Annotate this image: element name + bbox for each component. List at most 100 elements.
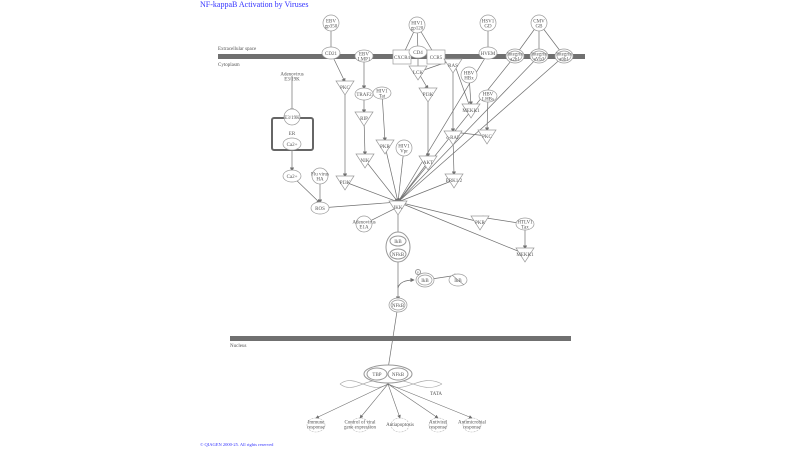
node-label: HVEM: [481, 52, 496, 57]
node-ca2[interactable]: Ca2+: [282, 169, 302, 183]
outcome-label: response: [307, 426, 325, 431]
node-rip[interactable]: RIP: [354, 111, 374, 127]
node-pi3k1[interactable]: PI3K: [418, 87, 438, 103]
node-label: CMV: [533, 19, 545, 24]
node-label: Ca2+: [287, 143, 298, 148]
node-akt[interactable]: AKT: [418, 155, 438, 171]
svg-text:P: P: [417, 271, 419, 275]
node-ras[interactable]: RAS: [443, 58, 463, 74]
node-mekk1a[interactable]: MEKK1: [461, 103, 481, 119]
node-craf[interactable]: c-RAF: [443, 130, 463, 146]
node-label: AKT: [423, 161, 433, 166]
node-label: CD4: [413, 51, 423, 56]
node-pkr2[interactable]: PKR: [470, 215, 490, 231]
edge-inta6b1-ikk: [397, 55, 565, 203]
outcome-label: Control of viral: [344, 420, 376, 425]
node-label: gp350: [325, 25, 338, 30]
node-label: TRAF2: [356, 93, 372, 98]
ikb-nfkb-complex[interactable]: IkB NFkB: [385, 231, 411, 263]
node-e319k[interactable]: E3/19K: [283, 108, 301, 126]
node-cd4[interactable]: CD4: [408, 45, 428, 59]
outcome-label: response: [429, 426, 447, 431]
edge-pi3k2-ikk: [344, 181, 399, 203]
node-label: Integrin: [507, 52, 523, 57]
node-erk[interactable]: ERK1/2: [444, 173, 464, 189]
node-label: Ca2+: [287, 175, 298, 180]
outcome-label: Antiviral: [429, 420, 448, 425]
extracellular-label: Extracellular space: [218, 47, 257, 52]
edge-pkr1-ikk: [384, 145, 400, 203]
node-label: HIV1: [398, 144, 410, 149]
node-label: IkB: [454, 279, 462, 284]
node-label: HA: [316, 178, 324, 183]
outcome-label: Immune: [308, 420, 325, 425]
node-label: E3/19K: [284, 78, 300, 83]
node-label: Adenovirus: [352, 220, 375, 225]
edge-nik-ikk: [364, 159, 399, 203]
node-ikbp[interactable]: IkB: [415, 272, 435, 288]
outcome-function[interactable]: Antiapoptosis: [386, 417, 414, 433]
node-label: Adenovirus: [280, 72, 303, 77]
node-cxcr4[interactable]: CXCR4: [392, 49, 412, 65]
edge-hivvpr-ikk: [396, 147, 405, 203]
node-mekk1b[interactable]: MEKK1: [515, 247, 535, 263]
node-label: PKC: [340, 86, 350, 91]
node-hvem[interactable]: HVEM: [478, 46, 498, 60]
node-label: c-RAF: [446, 136, 460, 141]
node-label: Integrin: [556, 52, 572, 57]
node-label: MEKK1: [462, 109, 480, 114]
node-cd21[interactable]: CD21: [321, 46, 341, 60]
node-nfkb[interactable]: NFkB: [388, 297, 408, 313]
node-label: LMP1: [358, 58, 371, 63]
node-label: PKC: [482, 135, 492, 140]
complex-nfkb-nuclear: NFkB: [392, 373, 405, 378]
edge-inta2b1-ikk: [397, 55, 516, 203]
tbp-nfkb-complex[interactable]: TBP NFkB: [363, 364, 413, 384]
node-nik[interactable]: NIK: [355, 153, 375, 169]
complex-ikb: IkB: [394, 240, 402, 245]
outcome-label: Antimicrobial: [458, 420, 487, 425]
pathway-title[interactable]: NF-kappaB Activation by Viruses: [200, 0, 309, 9]
edge-complex-ikb: [397, 277, 415, 289]
node-label: PI3K: [423, 93, 434, 98]
node-pi3k2[interactable]: PI3K: [335, 175, 355, 191]
edge-intavb3-ikk: [397, 55, 540, 203]
node-pkc1[interactable]: PKC: [335, 80, 355, 96]
node-label: MEKK1: [516, 253, 534, 258]
node-pkc2[interactable]: PKC: [477, 129, 497, 145]
node-label: Tax: [521, 226, 529, 231]
node-ca2er[interactable]: Ca2+: [282, 137, 302, 151]
node-lck[interactable]: LCK: [408, 65, 428, 81]
node-ccr5[interactable]: CCR5: [426, 49, 446, 65]
complex-nfkb: NFkB: [392, 253, 405, 258]
node-label: HIV1: [376, 89, 388, 94]
node-traf2[interactable]: TRAF2: [354, 87, 374, 101]
node-label: HBV: [483, 92, 494, 97]
node-pkr1[interactable]: PKR: [375, 139, 395, 155]
node-label: LHBs: [482, 98, 494, 103]
copyright: © QIAGEN 2000-25. All rights reserved: [200, 442, 274, 447]
node-label: E1A: [359, 226, 369, 231]
node-ros[interactable]: ROS: [310, 201, 330, 215]
node-ikk[interactable]: IKK: [388, 200, 408, 216]
